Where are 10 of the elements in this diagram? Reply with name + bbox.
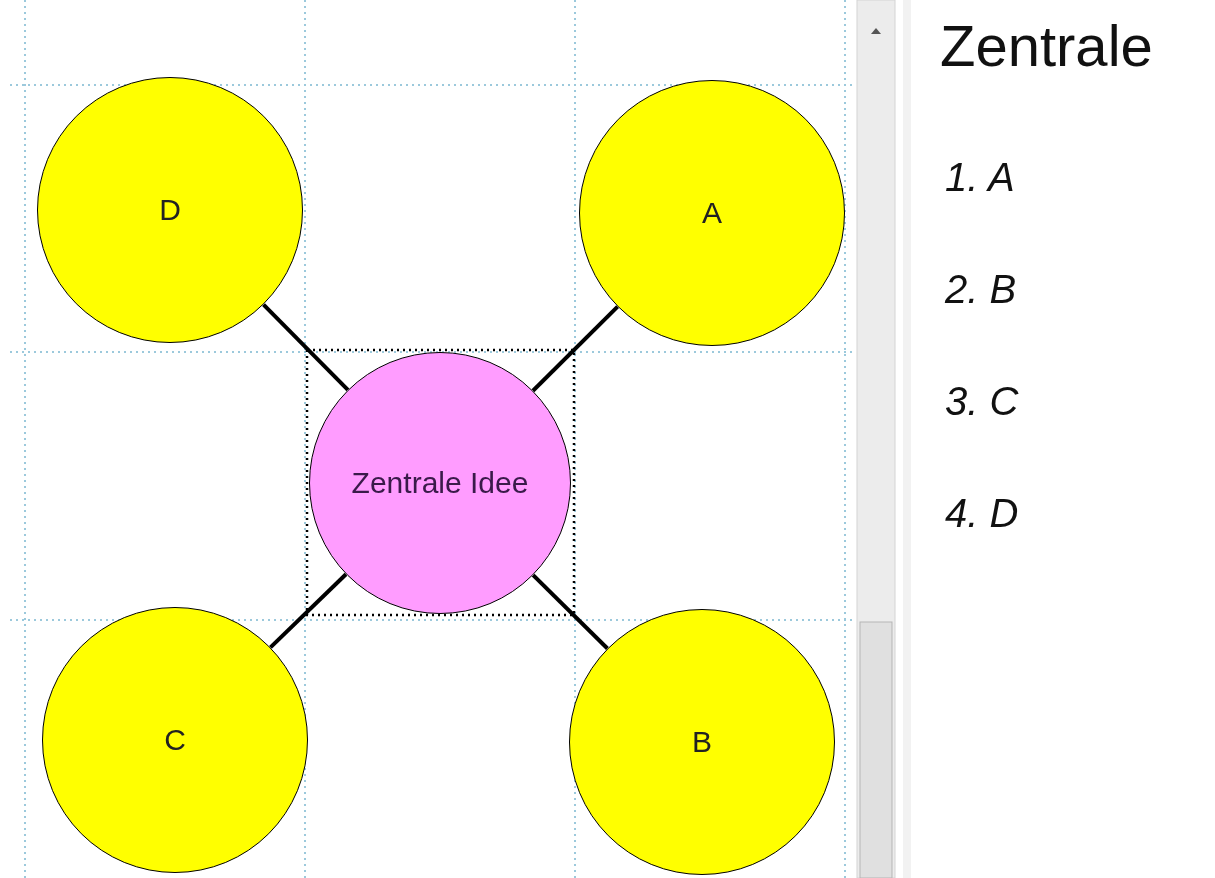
list-item: 4. D (945, 491, 1019, 536)
panel-heading: Zentrale (940, 12, 1153, 79)
list-item: 2. B (945, 267, 1017, 312)
node-label: C (164, 723, 186, 757)
node-label: Zentrale Idee (351, 466, 529, 500)
node-label: B (692, 725, 712, 759)
list-item: 1. A (945, 155, 1015, 200)
node-label: D (159, 193, 181, 227)
list-item: 3. C (945, 379, 1019, 424)
node-label: A (702, 196, 722, 230)
